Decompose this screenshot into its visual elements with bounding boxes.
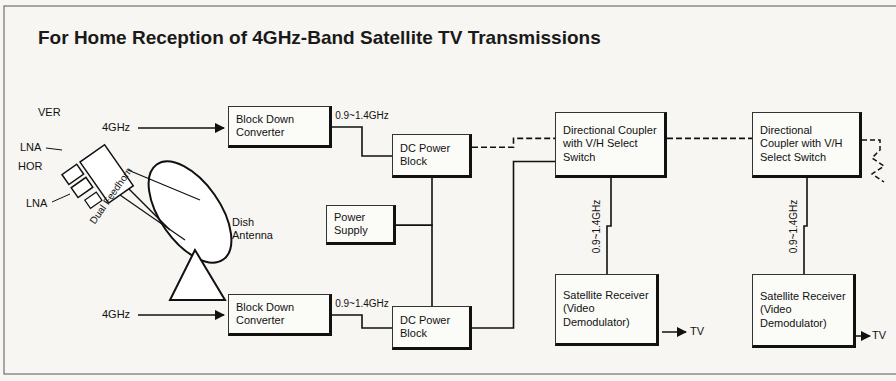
frequency-label: 4GHz: [102, 308, 130, 321]
edge-label: 0.9~1.4GHz: [592, 197, 603, 255]
converter-box: Block Down Converter: [228, 106, 332, 148]
coupler-box: Directional Coupler with V/H Select Swit…: [752, 112, 862, 178]
edge-label: 0.9~1.4GHz: [333, 298, 391, 309]
output-label: TV: [872, 329, 886, 342]
box-text: Power Supply: [334, 211, 386, 237]
polarization-label: VER: [38, 106, 61, 119]
connector: [607, 178, 611, 274]
connector: [804, 178, 807, 274]
box-text: Satellite Receiver (Video Demodulator): [563, 289, 649, 329]
output-label: TV: [690, 325, 704, 338]
box-text: Directional Coupler with V/H Select Swit…: [563, 124, 657, 164]
connector: [396, 225, 432, 306]
signal-arrow: [138, 127, 224, 129]
connector: [332, 315, 392, 328]
edge-label: 0.9~1.4GHz: [333, 110, 391, 121]
dish-antenna: [62, 145, 248, 300]
connector: [472, 162, 555, 329]
connector: [396, 178, 432, 225]
box-text: Block Down Converter: [236, 113, 322, 139]
connector: [667, 138, 752, 140]
connector: [472, 138, 555, 147]
part-label: Dish Antenna: [232, 216, 284, 241]
power-supply-box: Power Supply: [326, 205, 396, 245]
coupler-box: Directional Coupler with V/H Select Swit…: [555, 112, 667, 178]
part-label: LNA: [26, 197, 47, 210]
video-out-arrow: [856, 335, 870, 337]
polarization-label: HOR: [18, 160, 42, 173]
connector: [332, 127, 392, 156]
frame: [4, 6, 896, 374]
leader-line: [46, 148, 62, 150]
box-text: Satellite Receiver (Video Demodulator): [760, 290, 846, 330]
part-label: LNA: [20, 141, 41, 154]
continuation-line: [862, 140, 884, 182]
box-text: DC Power Block: [400, 314, 462, 340]
diagram-title: For Home Reception of 4GHz-Band Satellit…: [38, 27, 601, 49]
receiver-box: Satellite Receiver (Video Demodulator): [752, 274, 856, 348]
converter-box: Block Down Converter: [228, 294, 332, 336]
video-out-arrow: [662, 331, 686, 333]
signal-arrow: [138, 314, 224, 316]
box-text: DC Power Block: [400, 142, 462, 168]
edge-label: 0.9~1.4GHz: [788, 197, 799, 255]
power-block-box: DC Power Block: [392, 306, 472, 350]
leader-line: [52, 194, 70, 202]
power-block-box: DC Power Block: [392, 134, 472, 178]
box-text: Directional Coupler with V/H Select Swit…: [760, 124, 852, 164]
receiver-box: Satellite Receiver (Video Demodulator): [555, 274, 659, 346]
box-text: Block Down Converter: [236, 301, 322, 327]
frequency-label: 4GHz: [102, 121, 130, 134]
